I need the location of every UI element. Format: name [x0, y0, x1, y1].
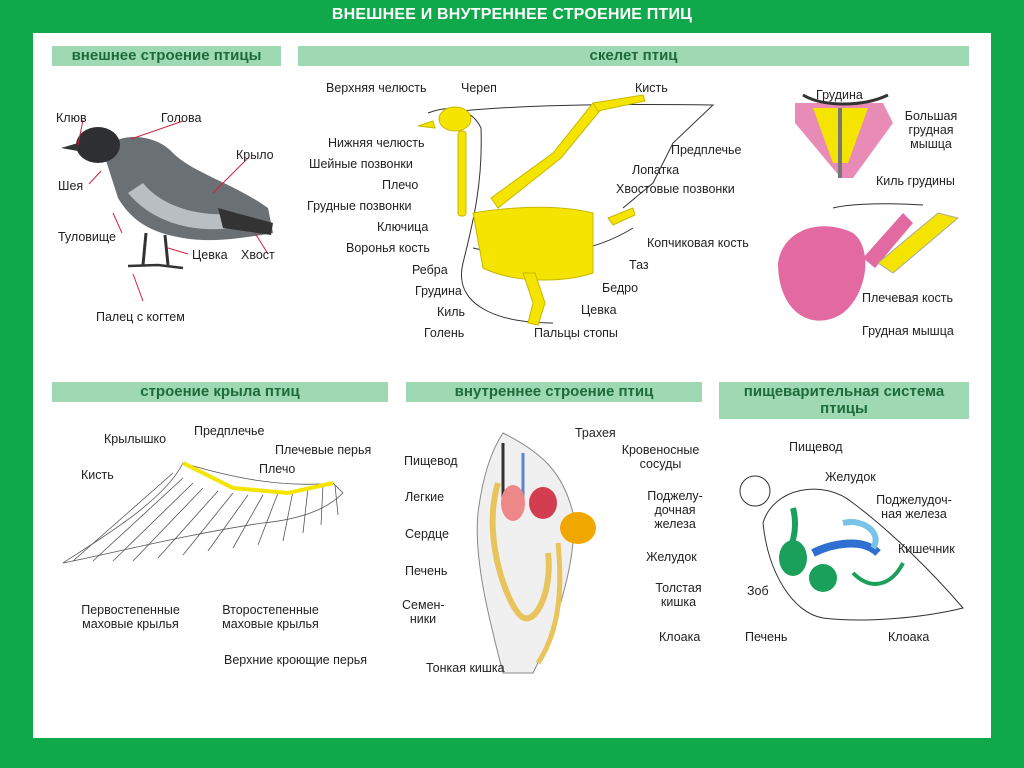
internal-drawing	[476, 432, 596, 674]
label-d-esophagus: Пищевод	[789, 440, 843, 454]
label-keel: Киль	[437, 305, 466, 319]
label-scapula: Лопатка	[632, 163, 680, 177]
pectoral-drawing	[778, 203, 960, 321]
leader-lines	[77, 119, 269, 302]
label-w-shoulder: Плечо	[259, 462, 296, 476]
label-i-pancreas: Поджелу-дочная железа	[647, 489, 703, 531]
label-w-forearm: Предплечье	[194, 424, 265, 438]
label-femur: Бедро	[602, 281, 639, 295]
label-testes: Семен-ники	[402, 598, 445, 626]
label-alula: Крылышко	[104, 432, 167, 446]
label-lower-jaw: Нижняя челюсть	[328, 136, 425, 150]
label-keel-sternum: Киль грудины	[876, 174, 955, 188]
label-i-liver: Печень	[405, 564, 448, 578]
sternum-drawing	[795, 93, 893, 178]
label-coverts: Верхние кроющие перья	[224, 653, 368, 667]
header-internal: внутреннее строение птиц	[406, 382, 702, 402]
label-neck-vert: Шейные позвонки	[309, 157, 413, 171]
label-w-hand: Кисть	[81, 468, 114, 482]
label-wing: Крыло	[236, 148, 274, 162]
label-d-stomach: Желудок	[825, 470, 876, 484]
label-lungs: Легкие	[405, 490, 445, 504]
label-i-cloaca: Клоака	[659, 630, 701, 644]
label-secondary: Второстепенные маховые крылья	[222, 603, 319, 631]
label-tail: Хвост	[241, 248, 275, 262]
label-d-cloaca: Клоака	[888, 630, 930, 644]
label-toe: Палец с когтем	[96, 310, 185, 324]
label-head: Голова	[161, 111, 202, 125]
header-digestive: пищеварительная система птицы	[719, 382, 969, 419]
label-heart: Сердце	[405, 527, 449, 541]
label-tail-vert: Хвостовые позвонки	[616, 182, 735, 196]
label-trachea: Трахея	[575, 426, 616, 440]
label-vessels: Кровеносные сосуды	[621, 443, 700, 471]
label-coracoid: Воронья кость	[346, 241, 430, 255]
label-clavicle: Ключица	[377, 220, 429, 234]
label-upper-jaw: Верхняя челюсть	[326, 81, 427, 95]
label-shoulder: Плечо	[382, 178, 419, 192]
label-neck: Шея	[58, 179, 84, 193]
label-d-liver: Печень	[745, 630, 788, 644]
poster-title: ВНЕШНЕЕ И ВНУТРЕННЕЕ СТРОЕНИЕ ПТИЦ	[331, 6, 693, 23]
label-primary: Первостепенные маховые крылья	[81, 603, 180, 631]
label-i-stomach: Желудок	[646, 550, 697, 564]
label-forearm: Предплечье	[671, 143, 742, 157]
label-pygostyle: Копчиковая кость	[647, 236, 749, 250]
wing-drawing	[62, 461, 344, 564]
header-wing: строение крыла птиц	[52, 382, 388, 402]
label-toes: Пальцы стопы	[534, 326, 618, 340]
label-skull: Череп	[461, 81, 497, 95]
label-shoulder-feathers: Плечевые перья	[275, 443, 372, 457]
label-large-int: Толстая кишка	[655, 581, 702, 609]
label-beak: Клюв	[56, 111, 87, 125]
label-thoracic: Грудные позвонки	[307, 199, 412, 213]
label-i-esophagus: Пищевод	[404, 454, 458, 468]
label-pelvis: Таз	[629, 258, 649, 272]
label-ribs: Ребра	[412, 263, 448, 277]
label-small-int: Тонкая кишка	[426, 661, 505, 675]
label-sternum: Грудина	[415, 284, 462, 298]
label-hand: Кисть	[635, 81, 668, 95]
label-tarsus: Цевка	[192, 248, 228, 262]
skeleton-bones	[417, 94, 646, 326]
label-m-sternum: Грудина	[816, 88, 863, 102]
label-tarsus-sk: Цевка	[581, 303, 617, 317]
label-body: Туловище	[58, 230, 117, 244]
illustrations	[61, 93, 964, 674]
label-intestine: Кишечник	[898, 542, 955, 556]
header-skeleton: скелет птиц	[298, 46, 969, 66]
poster-sheet: внешнее строение птицы скелет птиц строе…	[33, 33, 991, 738]
label-pectoral: Грудная мышца	[862, 324, 954, 338]
header-external: внешнее строение птицы	[52, 46, 281, 66]
label-shin: Голень	[424, 326, 465, 340]
crow-drawing	[61, 127, 273, 270]
label-humerus: Плечевая кость	[862, 291, 954, 305]
label-big-muscle: Большая грудная мышца	[904, 109, 958, 151]
label-d-pancreas: Поджелудоч-ная железа	[876, 493, 952, 521]
label-crop: Зоб	[747, 584, 769, 598]
digestive-drawing	[739, 475, 964, 621]
